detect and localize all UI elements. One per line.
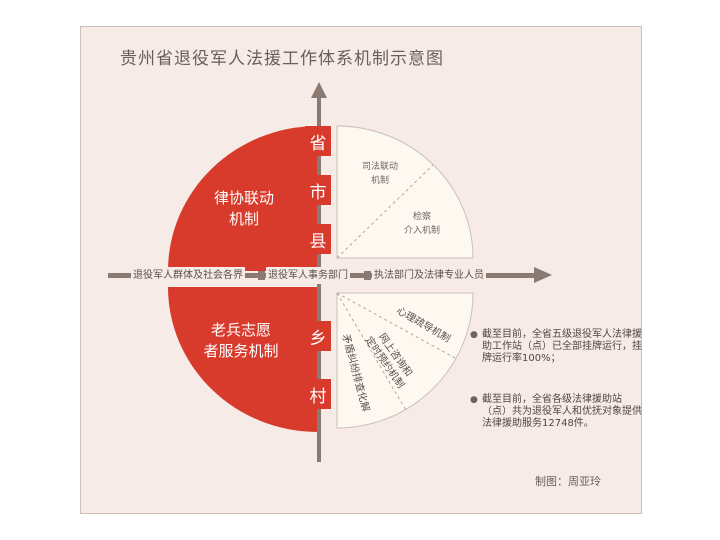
axis-label: 退役军人事务部门 bbox=[266, 267, 350, 284]
axis-marker bbox=[258, 271, 265, 280]
note-text: 截至目前，全省各级法律援助站（点）共为退役军人和优抚对象提供法律援助服务1274… bbox=[482, 394, 642, 429]
admin-level-box: 村 bbox=[305, 379, 331, 409]
note-item: ● 截至目前，全省五级退役军人法律援助工作站（点）已全部挂牌运行，挂牌运行率10… bbox=[470, 329, 646, 365]
quadrant-top-right-shape bbox=[336, 125, 474, 259]
vertical-axis-arrow bbox=[311, 82, 327, 98]
sector-divider bbox=[336, 292, 408, 413]
horizontal-axis-arrow bbox=[534, 267, 552, 283]
bullet-icon: ● bbox=[470, 330, 478, 340]
admin-level-box: 县 bbox=[305, 224, 331, 254]
axis-label: 执法部门及法律专业人员 bbox=[372, 267, 486, 284]
diagram-title: 贵州省退役军人法援工作体系机制示意图 bbox=[120, 49, 444, 69]
quadrant-bottom-left-label: 老兵志愿者服务机制 bbox=[203, 321, 279, 360]
quadrant-bottom-right-shape bbox=[336, 292, 474, 429]
axis-marker bbox=[364, 271, 371, 280]
sector-divider bbox=[336, 292, 456, 359]
admin-level-box: 乡 bbox=[305, 321, 331, 351]
bullet-icon: ● bbox=[470, 395, 478, 405]
sector-label: 检察介入机制 bbox=[403, 212, 440, 236]
quadrant-top-left-shape bbox=[168, 126, 318, 271]
credit-text: 制图：周亚玲 bbox=[535, 475, 601, 488]
axis-label: 退役军人群体及社会各界 bbox=[131, 267, 245, 284]
admin-level-box: 省 bbox=[305, 126, 331, 156]
admin-level-box: 市 bbox=[305, 175, 331, 205]
sector-divider bbox=[336, 164, 434, 259]
quadrant-bottom-left-shape bbox=[168, 287, 318, 432]
note-text: 截至目前，全省五级退役军人法律援助工作站（点）已全部挂牌运行，挂牌运行率100%… bbox=[482, 329, 642, 364]
note-item: ● 截至目前，全省各级法律援助站（点）共为退役军人和优抚对象提供法律援助服务12… bbox=[470, 394, 646, 430]
sector-label: 司法联动机制 bbox=[361, 162, 398, 186]
quadrant-top-left-label: 律协联动机制 bbox=[213, 189, 274, 228]
